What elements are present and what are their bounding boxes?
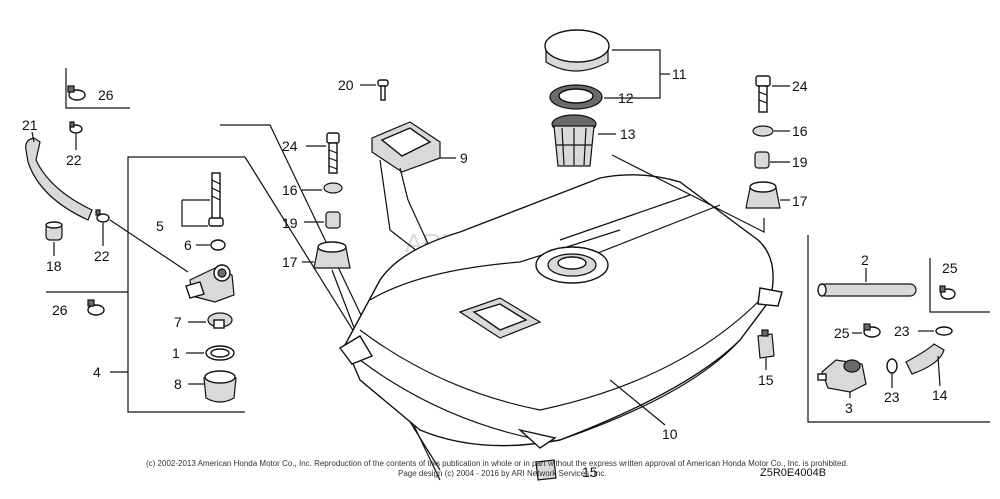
label-part-17b: 17 (792, 193, 808, 209)
label-part-19b: 19 (792, 154, 808, 170)
label-part-24a: 24 (282, 138, 298, 154)
label-part-20: 20 (338, 77, 354, 93)
part-26-clip-a (67, 85, 86, 101)
left-mount-drop-line (331, 269, 359, 339)
part-21-fuel-hose (25, 137, 93, 221)
label-part-12: 12 (618, 90, 634, 106)
group-bracket-2 (807, 235, 990, 423)
leader-14 (937, 355, 941, 387)
part-14-hose (905, 343, 945, 375)
label-part-19a: 19 (282, 215, 298, 231)
part-25-clip-a (939, 285, 956, 300)
right-mount-group (611, 75, 790, 233)
label-part-25b: 25 (834, 325, 850, 341)
label-part-16a: 16 (282, 182, 298, 198)
label-part-6: 6 (184, 237, 192, 253)
label-part-8: 8 (174, 376, 182, 392)
label-part-15a: 15 (758, 372, 774, 388)
group-bracket-4 (127, 156, 245, 413)
label-part-5: 5 (156, 218, 164, 234)
part-17-rubber-left (313, 241, 351, 269)
part-20-screw (377, 79, 389, 101)
label-part-17a: 17 (282, 254, 298, 270)
part-10-fuel-tank (338, 174, 783, 449)
label-part-2: 2 (861, 252, 869, 268)
left-mount-group (302, 132, 359, 339)
label-part-23b: 23 (884, 389, 900, 405)
label-part-21: 21 (22, 117, 38, 133)
leader-5 (181, 200, 208, 227)
label-part-11: 11 (672, 66, 687, 82)
hose-to-valve-line (109, 219, 189, 273)
part-19-collar-right (754, 151, 770, 169)
part-5-bolt (208, 172, 224, 227)
part-18-grommet (45, 221, 63, 241)
label-part-13: 13 (620, 126, 636, 142)
part-23-clip-a (935, 326, 953, 336)
label-part-7: 7 (174, 314, 182, 330)
label-part-25a: 25 (942, 260, 958, 276)
copyright-line-1: (c) 2002-2013 American Honda Motor Co., … (146, 459, 848, 468)
part-7-filter (207, 312, 233, 329)
label-part-16b: 16 (792, 123, 808, 139)
label-part-9: 9 (460, 150, 468, 166)
label-part-4: 4 (93, 364, 101, 380)
leader-21 (31, 131, 35, 143)
label-part-14: 14 (932, 387, 948, 403)
part-24-bolt-left (326, 132, 340, 174)
part-26-clip-b (87, 299, 105, 316)
label-part-26a: 26 (98, 87, 114, 103)
part-22-clip-b (95, 209, 110, 223)
label-part-26b: 26 (52, 302, 68, 318)
part-19-collar-left (325, 211, 341, 229)
part-22-clip-a (69, 121, 83, 134)
label-part-10: 10 (662, 426, 678, 442)
part-16-washer-right (752, 125, 774, 137)
label-part-3: 3 (845, 400, 853, 416)
part-25-clip-b (863, 323, 881, 338)
part-labels: 1 2 3 4 5 6 7 8 9 10 11 12 13 14 15 15 1… (22, 66, 958, 480)
cap-group (544, 29, 670, 167)
part-2-hose (817, 283, 917, 297)
label-part-1: 1 (172, 345, 180, 361)
fuel-filter-group (807, 235, 990, 423)
label-part-22b: 22 (94, 248, 110, 264)
part-13-strainer (551, 114, 597, 167)
group-bracket-25a (929, 258, 990, 313)
copyright-line-2: Page design (c) 2004 - 2016 by ARI Netwo… (398, 469, 607, 478)
label-part-18: 18 (46, 258, 62, 274)
part-8-cup (203, 370, 237, 403)
part-15-drain-bottom (535, 459, 557, 481)
part-16-washer-left (323, 182, 343, 194)
label-part-23a: 23 (894, 323, 910, 339)
label-part-15b: 15 (582, 464, 598, 480)
part-24-bolt-right (755, 75, 771, 113)
part-6-washer (210, 239, 226, 251)
label-part-22a: 22 (66, 152, 82, 168)
fuel-valve-group (25, 68, 441, 481)
group-bracket-26a (65, 68, 130, 109)
leader-10 (609, 379, 666, 426)
part-15-drain-right (757, 329, 775, 359)
part-12-gasket (549, 84, 603, 110)
right-mount-line (611, 154, 765, 233)
diagram-code: Z5R0E4004B (760, 467, 826, 479)
part-17-rubber-right (745, 181, 781, 209)
part-23-clip-b (886, 358, 898, 374)
fuel-valve-body (185, 264, 235, 303)
part-3-fuel-filter (817, 359, 867, 393)
label-part-24b: 24 (792, 78, 808, 94)
part-11-fuel-cap (544, 29, 610, 72)
